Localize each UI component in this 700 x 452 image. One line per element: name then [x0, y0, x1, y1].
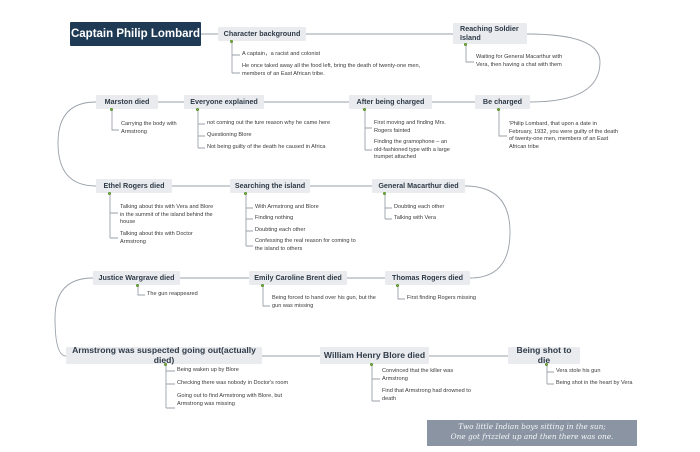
note-character-2: He once taked away all the food left, br…: [242, 63, 421, 77]
poem-line-1: Two little Indian boys sitting in the su…: [458, 422, 606, 431]
event-being-shot[interactable]: Being shot to die: [508, 345, 580, 364]
note-reaching-1: Waiting for General Macarthur with Vera,…: [476, 54, 563, 68]
node-dot-wargrave: [136, 284, 139, 287]
note-explained-1: not coming out the ture reason why he ca…: [207, 120, 331, 126]
note-marston-1: Carrying the body with Armstrong: [121, 121, 177, 135]
connector-marston-ethel: [57, 101, 97, 187]
connector-reaching-charged: [526, 33, 601, 103]
note-shot-2: Being shot in the heart by Vera: [556, 380, 633, 386]
event-reaching-soldier-island[interactable]: Reaching Soldier Island: [453, 23, 527, 44]
event-thomas-rogers-died[interactable]: Thomas Rogers died: [385, 271, 470, 285]
bracket-after: [364, 109, 372, 151]
bracket-armstrong: [165, 363, 175, 409]
node-dot-charged: [497, 108, 500, 111]
event-after-being-charged[interactable]: After being charged: [349, 95, 432, 109]
node-dot-macarthur: [383, 192, 386, 195]
node-dot-thomas: [396, 284, 399, 287]
note-wargrave-1: The gun reappeared: [147, 291, 198, 297]
node-dot-explained: [196, 108, 199, 111]
note-searching-4: Confessing the real reason for coming to…: [255, 238, 356, 252]
bracket-charged: [498, 109, 507, 137]
event-blore-died[interactable]: William Henry Blore died: [320, 347, 429, 364]
note-searching-1: With Armstrong and Blore: [255, 204, 319, 210]
node-dot-searching: [244, 192, 247, 195]
note-macarthur-2: Talking with Vera: [394, 215, 436, 221]
event-armstrong-suspected[interactable]: Armstrong was suspected going out(actual…: [66, 345, 262, 364]
bracket-marston: [111, 109, 119, 131]
bracket-ethel: [109, 193, 118, 239]
event-marston-died[interactable]: Marston died: [96, 95, 158, 109]
note-ethel-1: Talking about this with Vera and Blore i…: [120, 204, 214, 226]
node-dot-blore: [370, 363, 373, 366]
note-macarthur-1: Doubting each other: [394, 204, 445, 210]
event-ethel-rogers-died[interactable]: Ethel Rogers died: [96, 179, 172, 193]
bracket-character: [231, 41, 240, 74]
bracket-wargrave: [137, 285, 145, 296]
bracket-explained: [197, 109, 205, 149]
note-character-1: A captain，a racist and colonist: [242, 51, 321, 57]
event-emily-brent-died[interactable]: Emily Caroline Brent died: [249, 271, 347, 285]
bracket-blore: [371, 363, 380, 402]
event-everyone-explained[interactable]: Everyone explained: [184, 95, 264, 109]
bracket-macarthur: [384, 193, 392, 220]
event-general-macarthur-died[interactable]: General Macarthur died: [372, 179, 465, 193]
bracket-emily: [262, 285, 270, 307]
node-dot-reaching: [464, 43, 467, 46]
poem-quote-box: Two little Indian boys sitting in the su…: [427, 420, 637, 446]
node-dot-armstrong: [164, 363, 167, 366]
node-dot-shot: [545, 363, 548, 366]
note-armstrong-1: Being waken up by Blore: [177, 367, 239, 373]
note-armstrong-2: Checking there was nobody in Doctor's ro…: [177, 380, 289, 386]
note-after-1: First moving and finding Mrs. Rogers fai…: [374, 120, 446, 134]
note-explained-2: Questioning Blore: [207, 132, 252, 138]
note-after-2: Finding the gramophone – an old-fashione…: [374, 139, 450, 161]
bracket-shot: [546, 363, 554, 385]
note-ethel-2: Talking about this with Doctor Armstrong: [120, 231, 193, 245]
note-charged-1: 'Philip Lombard, that upon a date in Feb…: [509, 121, 619, 150]
bracket-reaching: [465, 41, 474, 63]
note-armstrong-3: Going out to find Armstrong with Blore, …: [177, 393, 283, 407]
node-dot-ethel: [108, 192, 111, 195]
event-searching-the-island[interactable]: Searching the island: [230, 179, 310, 193]
note-searching-2: Finding nothing: [255, 215, 294, 221]
note-thomas-1: First finding Rogers missing: [407, 295, 477, 301]
event-be-charged[interactable]: Be charged: [475, 95, 530, 109]
note-blore-2: Find that Armstrong had drowned to death: [382, 388, 471, 402]
event-character-background[interactable]: Character background: [218, 27, 306, 41]
poem-line-2: One got frizzled up and then there was o…: [450, 431, 614, 441]
node-dot-emily: [261, 284, 264, 287]
connector-wargrave-armstrong: [54, 277, 94, 357]
node-dot-marston: [110, 108, 113, 111]
bracket-thomas: [397, 285, 405, 300]
note-shot-1: Vera stole his gun: [556, 368, 601, 374]
connector-macarthur-thomas: [464, 185, 511, 279]
note-searching-3: Doubting each other: [255, 227, 306, 233]
root-topic[interactable]: Captain Philip Lombard: [70, 22, 201, 46]
bracket-searching: [245, 193, 253, 247]
node-dot-character: [230, 40, 233, 43]
note-emily-1: Being forced to hand over his gun, but t…: [272, 295, 376, 309]
note-explained-3: Not being guilty of the death he caused …: [207, 144, 326, 150]
node-dot-after: [363, 108, 366, 111]
event-justice-wargrave-died[interactable]: Justice Wargrave died: [93, 271, 180, 285]
note-blore-1: Convinced that the killer was Armstrong: [382, 368, 454, 382]
